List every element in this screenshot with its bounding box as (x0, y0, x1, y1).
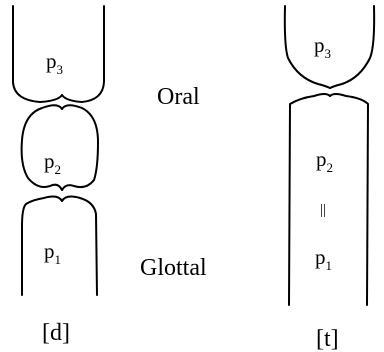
right-p3-label: p3 (314, 33, 331, 61)
left-lower-cavity-right-wall (62, 197, 97, 295)
left-p3-label: p3 (46, 49, 63, 77)
right-caption-t: [t] (316, 326, 339, 352)
right-p1-label: p1 (315, 245, 332, 273)
left-caption-d: [d] (42, 320, 70, 346)
equals-sign: || (320, 202, 326, 218)
right-p2-label: p2 (316, 147, 333, 175)
left-upper-cavity-right-wall (62, 6, 104, 102)
left-middle-cavity-right-wall (62, 105, 98, 190)
right-upper-cavity-right-wall (330, 6, 374, 88)
right-lower-cavity-left-wall (289, 94, 330, 305)
left-p1-label: p1 (44, 239, 61, 267)
left-p2-label: p2 (44, 149, 61, 177)
glottal-label: Glottal (140, 255, 207, 281)
right-lower-cavity-right-wall (330, 94, 368, 305)
left-lower-cavity-left-wall (22, 197, 62, 295)
left-middle-cavity-left-wall (22, 105, 62, 190)
oral-label: Oral (157, 84, 200, 110)
